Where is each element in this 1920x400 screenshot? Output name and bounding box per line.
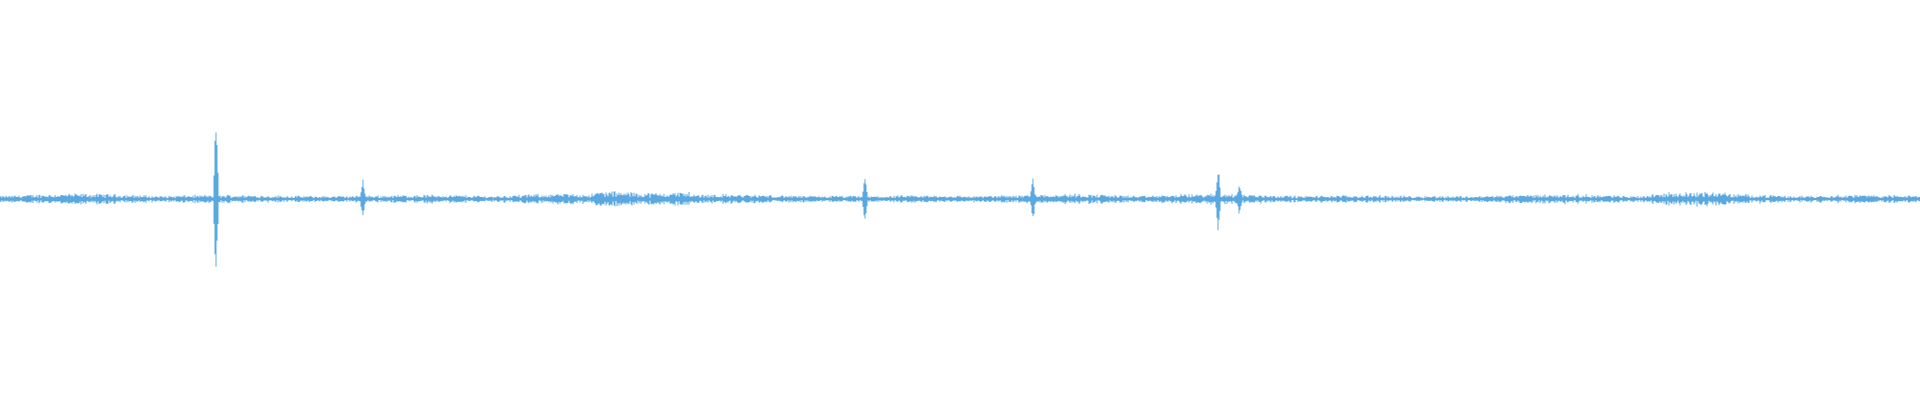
waveform-signal bbox=[0, 132, 1920, 267]
